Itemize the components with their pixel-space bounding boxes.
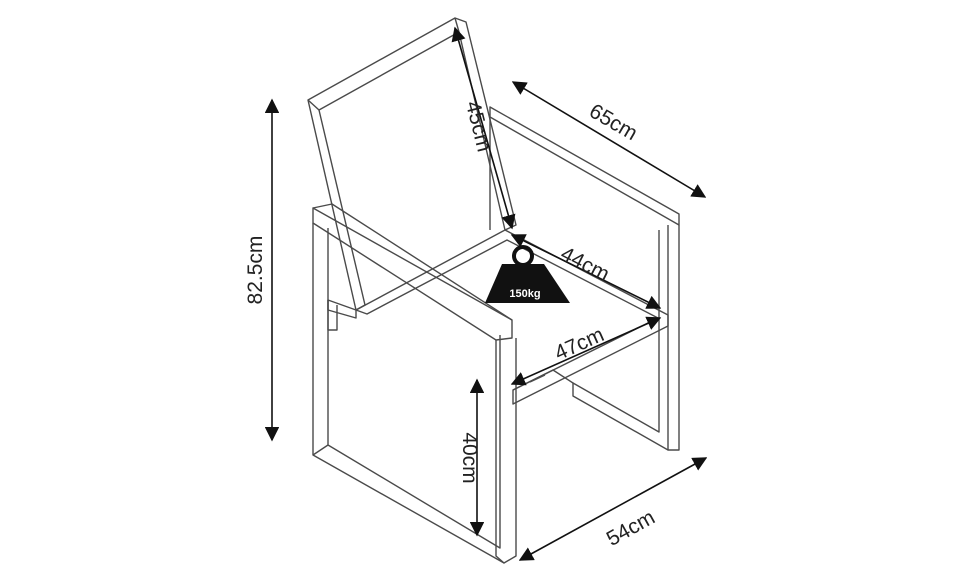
width-arrow	[518, 457, 708, 561]
weight-icon: 150kg	[485, 245, 570, 303]
dimension-lines	[264, 26, 708, 561]
depth-label: 65cm	[585, 100, 641, 146]
height-label: 82.5cm	[244, 236, 267, 305]
front-armrest	[312, 207, 513, 341]
width-label: 54cm	[603, 506, 659, 551]
seat	[355, 229, 669, 405]
dimension-labels: 82.5cm 45cm 65cm 44cm 47cm 40cm 54cm	[244, 99, 659, 551]
front-frame	[312, 223, 517, 564]
backrest-arrow	[451, 26, 516, 230]
max-load-label: 150kg	[509, 288, 540, 300]
seat-width-label: 47cm	[551, 323, 607, 365]
seat-depth-arrow	[510, 234, 662, 309]
seat-width-arrow	[510, 316, 662, 386]
seat-height-label: 40cm	[458, 432, 481, 483]
depth-arrow	[511, 81, 707, 198]
backrest	[307, 17, 517, 311]
